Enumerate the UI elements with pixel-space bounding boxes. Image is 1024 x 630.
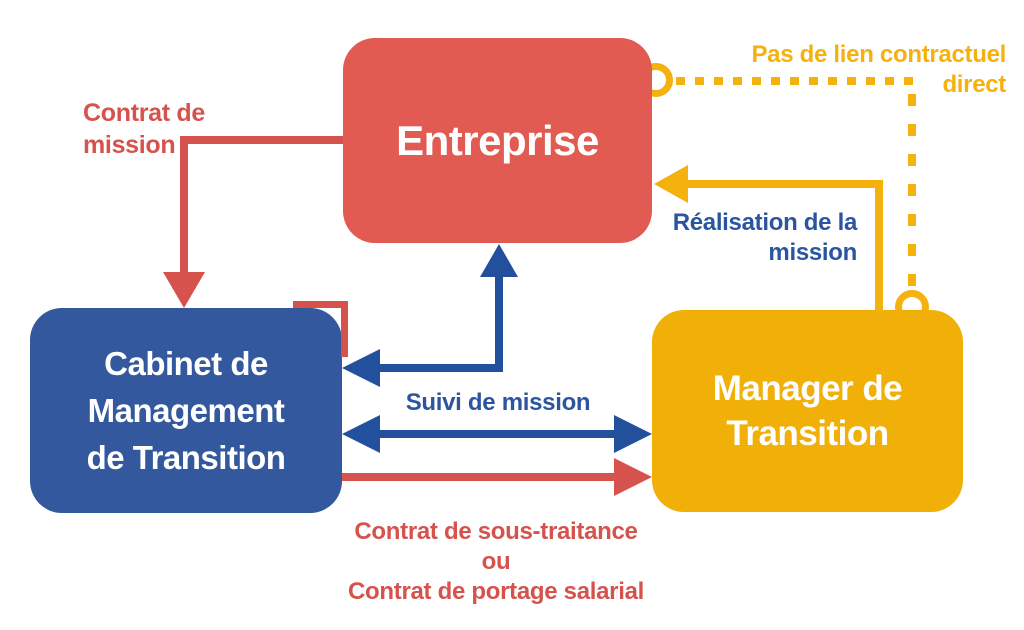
- realisation-line-vertical: [875, 180, 883, 310]
- sous-traitance-line: [342, 473, 616, 481]
- sous-traitance-label-line: Contrat de sous-traitance: [354, 518, 638, 545]
- pas-de-lien-label-line: direct: [942, 71, 1006, 98]
- suivi-line: [376, 430, 616, 438]
- pas-de-lien-dotted-line-vertical: [908, 94, 916, 290]
- realisation-label: Réalisation de la mission: [600, 208, 858, 268]
- node-cabinet-label-line: Cabinet de: [104, 345, 268, 382]
- contrat-mission-label: Contrat de mission: [83, 97, 205, 161]
- node-manager-label-line: Manager de: [712, 369, 903, 408]
- suivi-arrowhead-right-icon: [614, 415, 652, 453]
- cabinet-entreprise-line-horizontal: [376, 364, 503, 372]
- contrat-mission-line-horizontal: [184, 136, 343, 144]
- contrat-mission-arrowhead-down-icon: [163, 272, 205, 308]
- sous-traitance-label: Contrat de sous-traitance ou Contrat de …: [316, 517, 676, 607]
- suivi-label: Suivi de mission: [380, 388, 616, 418]
- suivi-arrowhead-left-icon: [342, 415, 380, 453]
- realisation-line-horizontal: [686, 180, 883, 188]
- node-cabinet: Cabinet de Management de Transition: [30, 308, 342, 513]
- node-manager: Manager de Transition: [652, 310, 963, 512]
- realisation-label-line: Réalisation de la: [672, 209, 858, 236]
- cabinet-entreprise-line-vertical: [495, 275, 503, 370]
- cabinet-entreprise-arrowhead-left-icon: [342, 349, 380, 387]
- realisation-arrowhead-left-icon: [654, 165, 688, 203]
- contrat-mission-label-line: Contrat de: [83, 99, 206, 127]
- sous-traitance-arrowhead-right-icon: [614, 458, 652, 496]
- cabinet-entreprise-arrowhead-up-icon: [480, 244, 518, 277]
- pas-de-lien-label: Pas de lien contractuel direct: [700, 40, 1006, 100]
- suivi-label-line: Suivi de mission: [405, 389, 591, 416]
- cabinet-corner-line-vertical: [341, 301, 348, 357]
- node-entreprise-label: Entreprise: [396, 116, 599, 164]
- node-cabinet-label-line: de Transition: [86, 439, 286, 476]
- cabinet-corner-line-horizontal: [293, 301, 348, 308]
- sous-traitance-label-line: Contrat de portage salarial: [348, 578, 644, 605]
- pas-de-lien-label-line: Pas de lien contractuel: [751, 41, 1006, 68]
- node-entreprise: Entreprise: [343, 38, 652, 243]
- node-cabinet-label-line: Management: [87, 392, 285, 429]
- pas-de-lien-dotted-line-horizontal: [676, 77, 916, 85]
- realisation-label-line: mission: [768, 239, 857, 266]
- contrat-mission-line-vertical: [180, 136, 188, 273]
- sous-traitance-label-line: ou: [481, 548, 511, 575]
- node-manager-label-line: Transition: [726, 414, 889, 453]
- contrat-mission-label-line: mission: [83, 131, 176, 159]
